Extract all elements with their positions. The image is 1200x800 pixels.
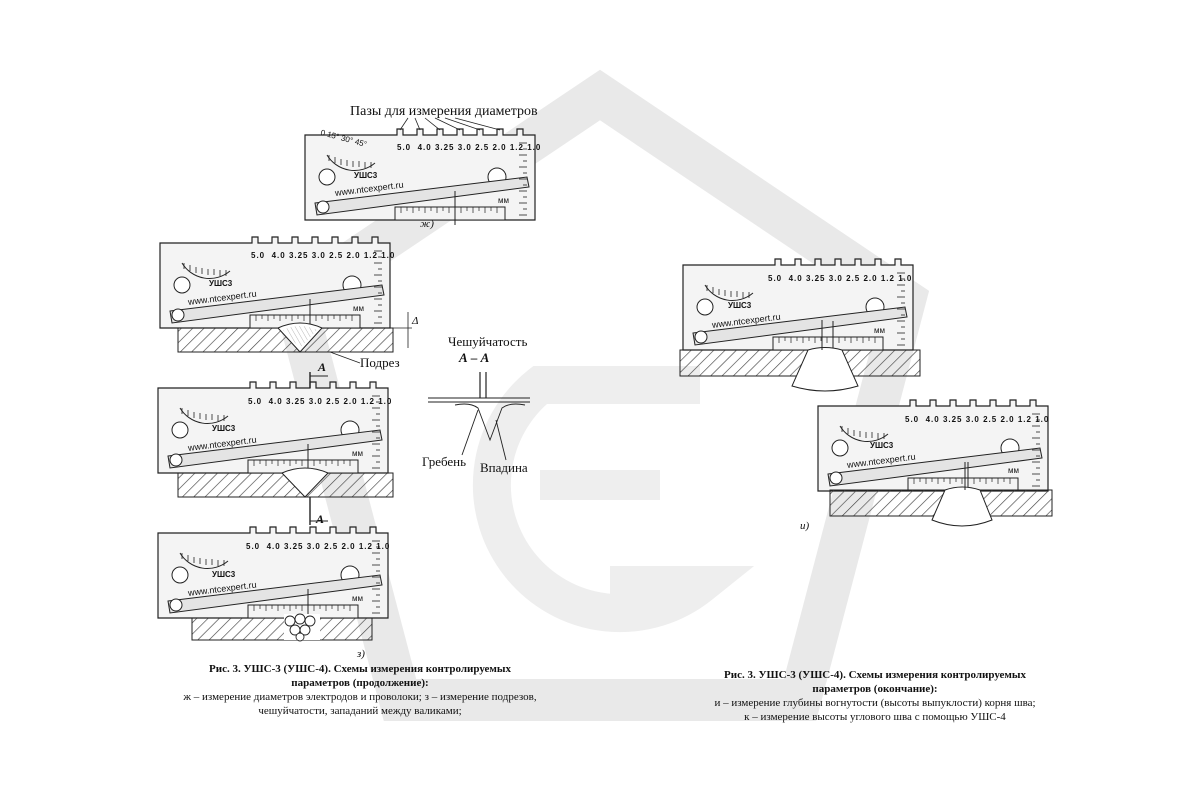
section-mark-bottom: А: [316, 512, 325, 526]
gauge-i2-unit: мм: [1008, 466, 1019, 475]
section-label: А – А: [459, 350, 490, 365]
ridge-label: Гребень: [422, 454, 467, 469]
caption-right-line2: к – измерение высоты углового шва с помо…: [744, 711, 1006, 723]
section-mark-top: А: [318, 360, 327, 374]
gauge-z1-website: www.ntcexpert.ru: [187, 288, 258, 307]
figure-zh-label: ж): [420, 218, 434, 230]
hollow-label: Впадина: [480, 460, 528, 475]
caption-left-title2: параметров (продолжение):: [291, 677, 429, 689]
gauge-zh-slot-values: 5.0 4.0 3.25 3.0 2.5 2.0 1.2 1.0: [397, 143, 542, 152]
caption-left: Рис. 3. УШС-3 (УШС-4). Схемы измерения к…: [150, 662, 570, 718]
figure-z-plate-2: [177, 372, 394, 525]
gauge-zh-angle: 0 15° 30° 45°: [319, 128, 368, 149]
gauge-z3-website: www.ntcexpert.ru: [187, 579, 258, 598]
slots-leader-lines: [399, 117, 501, 131]
section-detail: [428, 372, 530, 461]
gauge-i1-model: УШС3: [728, 301, 752, 310]
gauge-zh-website: www.ntcexpert.ru: [334, 179, 405, 198]
slots-title: Пазы для измерения диаметров: [350, 104, 538, 119]
figure-i-plate-1: [679, 320, 921, 392]
caption-left-title: Рис. 3. УШС-3 (УШС-4). Схемы измерения к…: [209, 663, 511, 675]
caption-right-title: Рис. 3. УШС-3 (УШС-4). Схемы измерения к…: [724, 669, 1026, 681]
figure-i-plate-2: [829, 462, 1053, 527]
gauge-z2-website: www.ntcexpert.ru: [187, 434, 258, 453]
gauge-i1-website: www.ntcexpert.ru: [711, 311, 782, 330]
gauge-i2-model: УШС3: [870, 441, 894, 450]
figure-i-label: и): [800, 520, 810, 532]
caption-right-line1: и – измерение глубины вогнутости (высоты…: [714, 697, 1036, 709]
gauge-zh-model: УШС3: [354, 171, 378, 180]
gauge-i1-unit: мм: [874, 326, 885, 335]
gauge-z3-model: УШС3: [212, 570, 236, 579]
caption-right: Рис. 3. УШС-3 (УШС-4). Схемы измерения к…: [680, 668, 1070, 724]
delta-label: Δ: [412, 315, 419, 327]
gauge-i2-slot-values: 5.0 4.0 3.25 3.0 2.5 2.0 1.2 1.0: [905, 415, 1050, 424]
scaliness-label: Чешуйчатость: [448, 334, 528, 349]
caption-left-line2: чешуйчатости, западаний между валиками;: [258, 705, 462, 717]
gauge-zh-unit: мм: [498, 196, 509, 205]
figure-z-label: з): [357, 648, 365, 660]
gauge-z2-model: УШС3: [212, 424, 236, 433]
gauge-z3-unit: мм: [352, 594, 363, 603]
gauge-z3-slot-values: 5.0 4.0 3.25 3.0 2.5 2.0 1.2 1.0: [246, 542, 391, 551]
gauge-i2-website: www.ntcexpert.ru: [846, 451, 917, 470]
gauge-z1-unit: мм: [353, 304, 364, 313]
undercut-label: Подрез: [360, 355, 400, 370]
gauge-i1-slot-values: 5.0 4.0 3.25 3.0 2.5 2.0 1.2 1.0: [768, 274, 913, 283]
figure-z-plate-3: [191, 613, 373, 642]
gauge-z2-slot-values: 5.0 4.0 3.25 3.0 2.5 2.0 1.2 1.0: [248, 397, 393, 406]
caption-left-line1: ж – измерение диаметров электродов и про…: [183, 691, 537, 703]
gauge-z1-slot-values: 5.0 4.0 3.25 3.0 2.5 2.0 1.2 1.0: [251, 251, 396, 260]
caption-right-title2: параметров (окончание):: [812, 683, 938, 695]
figure-z-plate-1: [177, 312, 412, 364]
gauge-z2-unit: мм: [352, 449, 363, 458]
gauge-z1-model: УШС3: [209, 279, 233, 288]
